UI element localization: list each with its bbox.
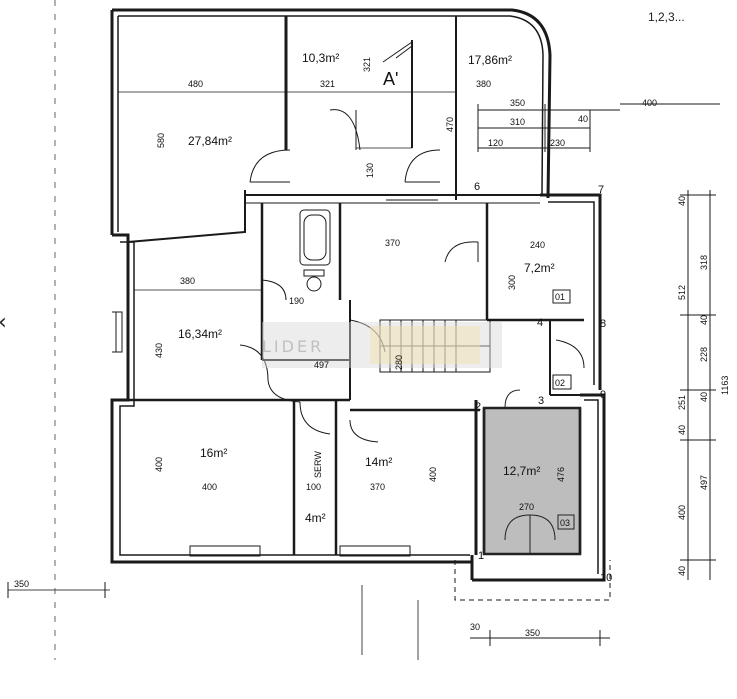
room-area-r7: 14m² xyxy=(365,455,392,469)
dim-480: 480 xyxy=(188,79,203,89)
dim-400-v: 400 xyxy=(677,505,687,520)
dim-400-bottom: 400 xyxy=(202,482,217,492)
room-area-r1: 27,84m² xyxy=(188,134,232,148)
dim-130: 130 xyxy=(365,163,375,178)
room-12-7-fill xyxy=(482,406,582,556)
plan-lines xyxy=(7,0,611,660)
section-label: A' xyxy=(383,69,398,89)
dim-1163: 1163 xyxy=(720,376,730,395)
corner-2: 2 xyxy=(475,401,481,413)
room-area-r9: 12,7m² xyxy=(503,464,540,478)
watermark-band xyxy=(262,322,502,368)
prev-arrow-icon[interactable]: ‹ xyxy=(0,310,7,335)
room-area-r3: 17,86m² xyxy=(468,53,512,67)
dim-230: 230 xyxy=(550,138,565,148)
door-01-label: 01 xyxy=(555,292,565,302)
dim-380-top: 380 xyxy=(476,79,491,89)
dim-40-e: 40 xyxy=(677,196,687,206)
corner-note: 1,2,3... xyxy=(648,10,685,24)
dim-270: 270 xyxy=(519,502,534,512)
dim-580: 580 xyxy=(156,133,166,148)
dim-40-d: 40 xyxy=(677,566,687,576)
dim-190: 190 xyxy=(289,296,304,306)
dim-476: 476 xyxy=(556,467,566,482)
dim-370-mid: 370 xyxy=(385,238,400,248)
serw-label: SERW xyxy=(313,451,323,478)
room-area-r2: 10,3m² xyxy=(302,51,339,65)
corner-8: 8 xyxy=(600,318,606,330)
corner-9: 9 xyxy=(600,389,606,401)
room-area-r4: 7,2m² xyxy=(524,261,555,275)
dim-30: 30 xyxy=(470,622,480,632)
dim-251: 251 xyxy=(677,395,687,410)
dim-240: 240 xyxy=(530,240,545,250)
dim-400-left: 400 xyxy=(154,457,164,472)
dim-370-bottom: 370 xyxy=(370,482,385,492)
room-area-r8: 4m² xyxy=(305,511,326,525)
door-03-label: 03 xyxy=(560,518,570,528)
dim-380-left: 380 xyxy=(180,276,195,286)
dim-310: 310 xyxy=(510,117,525,127)
dim-497-v: 497 xyxy=(699,475,709,490)
corner-3: 3 xyxy=(538,395,544,407)
dim-350-top: 350 xyxy=(510,98,525,108)
corner-1: 1 xyxy=(478,550,484,562)
dim-40-b: 40 xyxy=(699,392,709,402)
dim-350-bottom: 350 xyxy=(525,628,540,638)
dim-40-top: 40 xyxy=(578,114,588,124)
dim-318: 318 xyxy=(699,255,709,270)
room-area-r6: 16m² xyxy=(200,446,227,460)
dim-430: 430 xyxy=(154,343,164,358)
dim-470: 470 xyxy=(445,117,455,132)
dim-350-left: 350 xyxy=(14,579,29,589)
dim-497-h: 497 xyxy=(314,360,329,370)
dim-321-h: 321 xyxy=(320,79,335,89)
dim-100: 100 xyxy=(306,482,321,492)
dim-321-v: 321 xyxy=(362,57,372,72)
dim-40-a: 40 xyxy=(699,315,709,325)
corner-6: 6 xyxy=(474,181,480,193)
corner-10: 10 xyxy=(600,572,612,584)
corner-4: 4 xyxy=(537,317,543,329)
room-area-r5: 16,34m² xyxy=(178,327,222,341)
dim-40-c: 40 xyxy=(677,425,687,435)
corner-7: 7 xyxy=(598,184,604,196)
door-02-label: 02 xyxy=(555,378,565,388)
dim-120: 120 xyxy=(488,138,503,148)
dim-400-right: 400 xyxy=(428,467,438,482)
watermark-text: LIDER xyxy=(262,337,324,356)
dim-300: 300 xyxy=(507,275,517,290)
dim-280: 280 xyxy=(394,355,404,370)
dimension-lines xyxy=(470,103,720,646)
dim-228: 228 xyxy=(699,347,709,362)
dim-512: 512 xyxy=(677,285,687,300)
dim-400-top: 400 xyxy=(642,98,657,108)
